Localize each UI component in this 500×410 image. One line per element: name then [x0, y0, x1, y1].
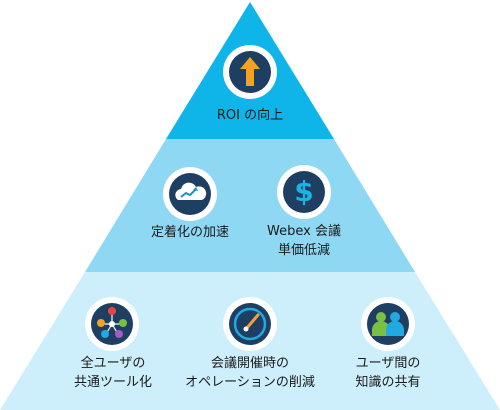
group-people-icon	[360, 296, 416, 352]
label-knowledge-sharing: ユーザ間の 知識の共有	[355, 356, 421, 390]
label-roi: ROI の向上	[216, 108, 284, 123]
gauge-icon	[222, 296, 278, 352]
pyramid-tier-middle	[85, 139, 415, 272]
cloud-chart-icon	[162, 166, 218, 222]
up-arrow-icon	[222, 44, 278, 100]
network-people-icon	[84, 296, 140, 352]
label-operation-reduction: 会議開催時の オペレーションの削減	[185, 356, 315, 390]
svg-text:$: $	[294, 175, 313, 208]
dollar-icon: $	[276, 164, 332, 220]
label-webex-cost: Webex 会議 単価低減	[267, 224, 341, 258]
label-common-tool: 全ユーザの 共通ツール化	[73, 356, 152, 390]
label-adoption: 定着化の加速	[150, 225, 229, 240]
